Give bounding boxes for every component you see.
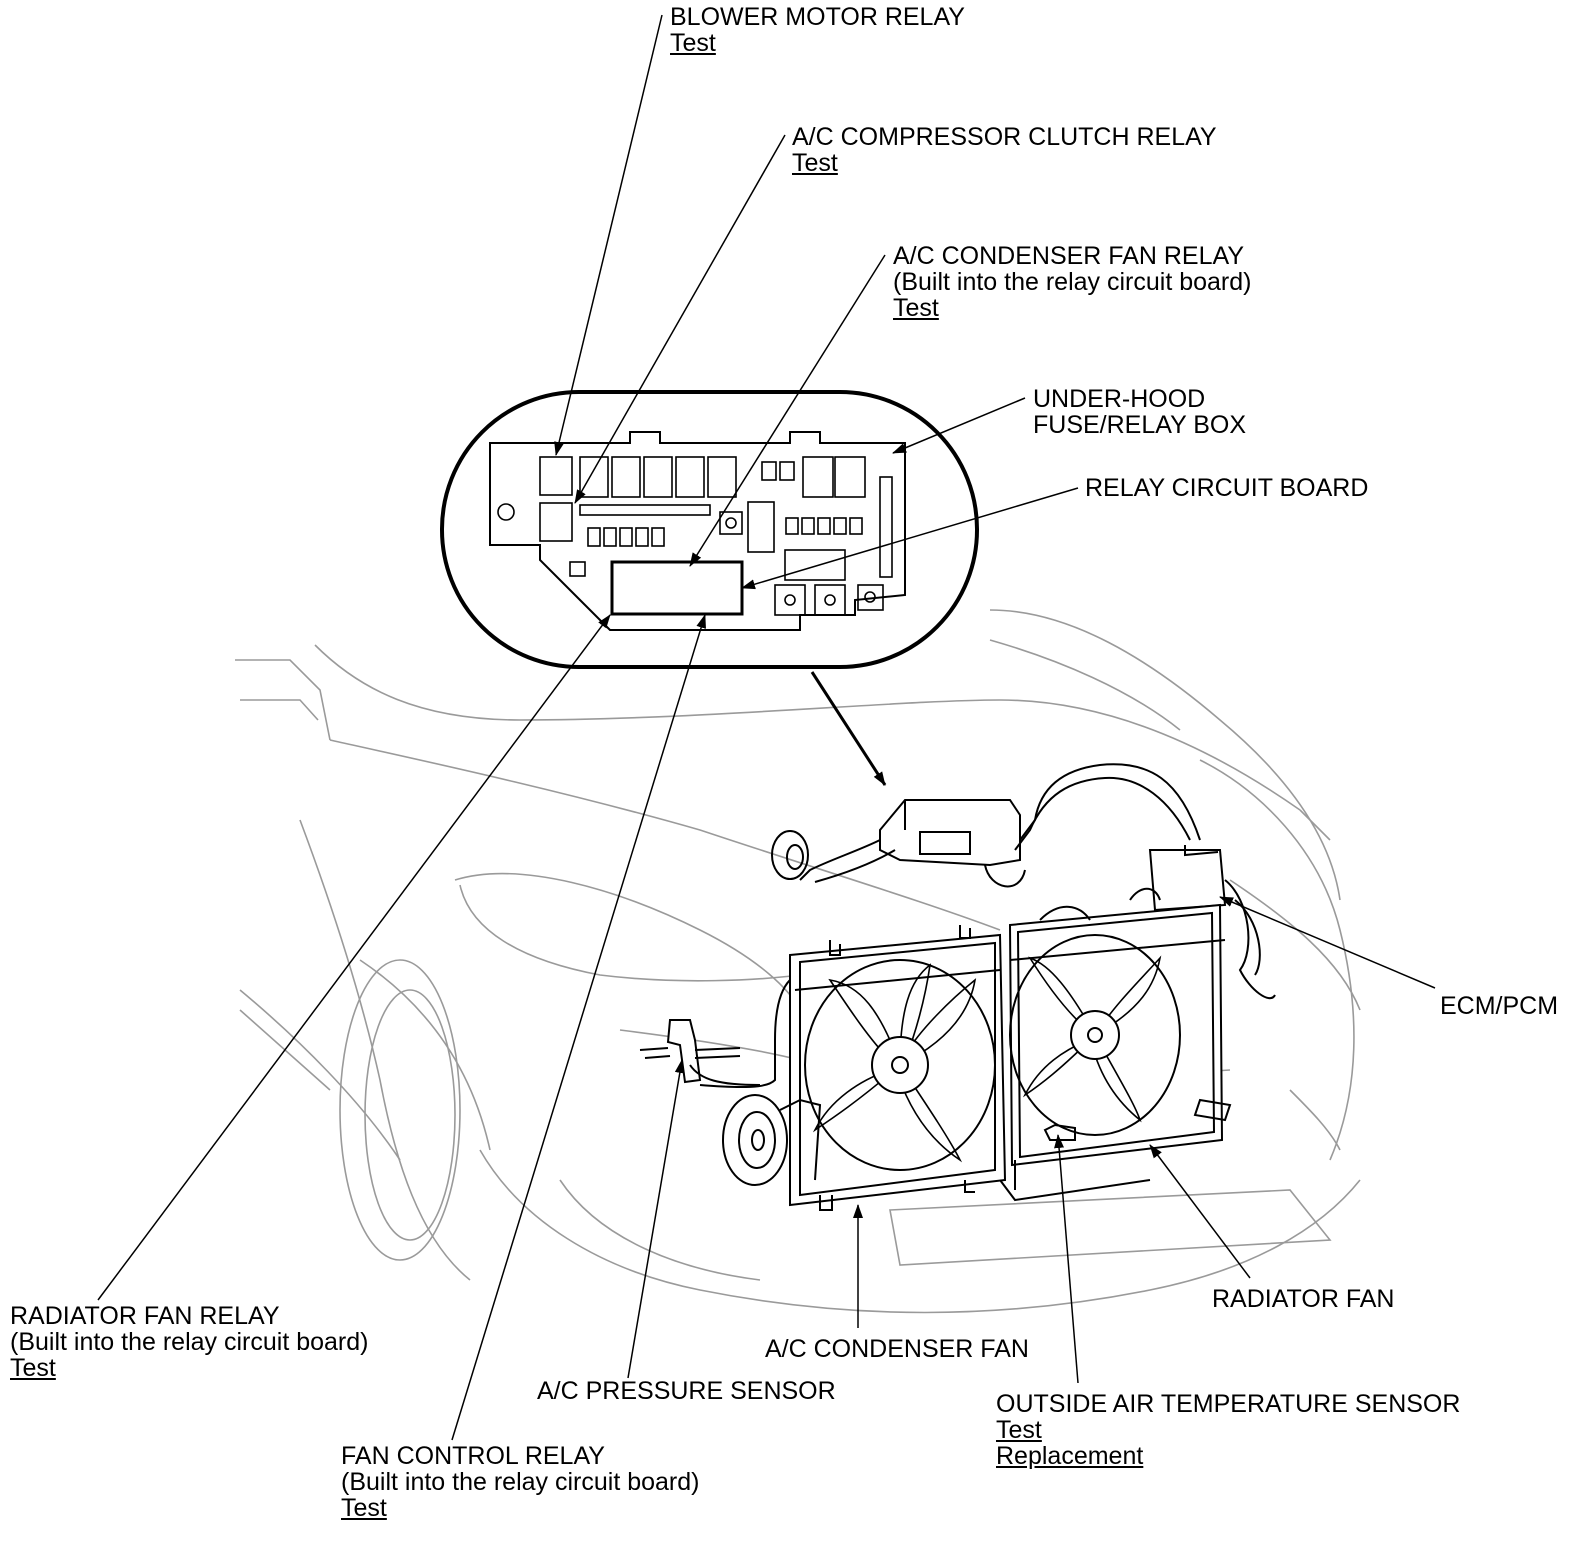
leader-fan-control-relay bbox=[451, 614, 706, 1441]
location-arrow bbox=[810, 671, 887, 786]
leader-ac-compressor-clutch-relay bbox=[574, 134, 786, 504]
leader-relay-circuit-board bbox=[741, 487, 1079, 590]
ac-condenser-fan-relay-note: (Built into the relay circuit board) bbox=[893, 268, 1252, 296]
ecm-pcm-title: ECM/PCM bbox=[1440, 992, 1559, 1020]
outside-air-temp-sensor-title: OUTSIDE AIR TEMPERATURE SENSOR bbox=[996, 1390, 1461, 1418]
radiator-fan-relay-note: (Built into the relay circuit board) bbox=[10, 1328, 369, 1356]
leader-ecm-pcm bbox=[1219, 896, 1436, 989]
engine-bay-components bbox=[639, 763, 1276, 1211]
radiator-fan-relay-title: RADIATOR FAN RELAY bbox=[10, 1302, 280, 1330]
under-hood-box-line1: UNDER-HOOD bbox=[1033, 385, 1206, 413]
leader-radiator-fan-relay bbox=[97, 614, 611, 1301]
outside-air-temp-sensor-replacement-link[interactable]: Replacement bbox=[996, 1442, 1144, 1470]
under-hood-box-line2: FUSE/RELAY BOX bbox=[1033, 411, 1247, 439]
label-radiator-fan-relay: RADIATOR FAN RELAY (Built into the relay… bbox=[10, 1303, 368, 1381]
label-fan-control-relay: FAN CONTROL RELAY (Built into the relay … bbox=[341, 1443, 699, 1521]
blower-motor-relay-test-link[interactable]: Test bbox=[670, 29, 716, 57]
radiator-fan-relay-test-link[interactable]: Test bbox=[10, 1354, 56, 1382]
leader-radiator-fan bbox=[1149, 1144, 1251, 1279]
leader-outside-air-temp-sensor bbox=[1054, 1134, 1079, 1384]
label-relay-circuit-board: RELAY CIRCUIT BOARD bbox=[1085, 475, 1368, 501]
leader-under-hood-box bbox=[892, 397, 1026, 454]
label-blower-motor-relay: BLOWER MOTOR RELAY Test bbox=[670, 4, 965, 56]
ac-compressor-clutch-relay-test-link[interactable]: Test bbox=[792, 149, 838, 177]
ac-pressure-sensor-title: A/C PRESSURE SENSOR bbox=[537, 1377, 836, 1405]
leader-ac-condenser-fan-relay bbox=[689, 254, 886, 567]
leader-ac-pressure-sensor bbox=[627, 1059, 685, 1379]
label-under-hood-box: UNDER-HOOD FUSE/RELAY BOX bbox=[1033, 386, 1246, 438]
ac-condenser-fan-relay-title: A/C CONDENSER FAN RELAY bbox=[893, 242, 1245, 270]
fan-control-relay-note: (Built into the relay circuit board) bbox=[341, 1468, 700, 1496]
label-ecm-pcm: ECM/PCM bbox=[1440, 993, 1558, 1019]
label-ac-compressor-clutch-relay: A/C COMPRESSOR CLUTCH RELAY Test bbox=[792, 124, 1217, 176]
ac-condenser-fan-title: A/C CONDENSER FAN bbox=[765, 1335, 1029, 1363]
fan-control-relay-test-link[interactable]: Test bbox=[341, 1494, 387, 1522]
label-ac-pressure-sensor: A/C PRESSURE SENSOR bbox=[537, 1378, 836, 1404]
leader-lines bbox=[97, 14, 1436, 1441]
label-outside-air-temp-sensor: OUTSIDE AIR TEMPERATURE SENSOR Test Repl… bbox=[996, 1391, 1460, 1469]
radiator-fan-title: RADIATOR FAN bbox=[1212, 1285, 1395, 1313]
relay-circuit-board-title: RELAY CIRCUIT BOARD bbox=[1085, 474, 1369, 502]
outside-air-temp-sensor-test-link[interactable]: Test bbox=[996, 1416, 1042, 1444]
blower-motor-relay-title: BLOWER MOTOR RELAY bbox=[670, 3, 965, 31]
fan-control-relay-title: FAN CONTROL RELAY bbox=[341, 1442, 605, 1470]
label-radiator-fan: RADIATOR FAN bbox=[1212, 1286, 1394, 1312]
label-ac-condenser-fan-relay: A/C CONDENSER FAN RELAY (Built into the … bbox=[893, 243, 1251, 321]
leader-blower-motor-relay bbox=[554, 14, 663, 456]
ac-compressor-clutch-relay-title: A/C COMPRESSOR CLUTCH RELAY bbox=[792, 123, 1217, 151]
ac-condenser-fan-relay-test-link[interactable]: Test bbox=[893, 294, 939, 322]
label-ac-condenser-fan: A/C CONDENSER FAN bbox=[765, 1336, 1029, 1362]
fuse-box-inset bbox=[440, 390, 979, 669]
